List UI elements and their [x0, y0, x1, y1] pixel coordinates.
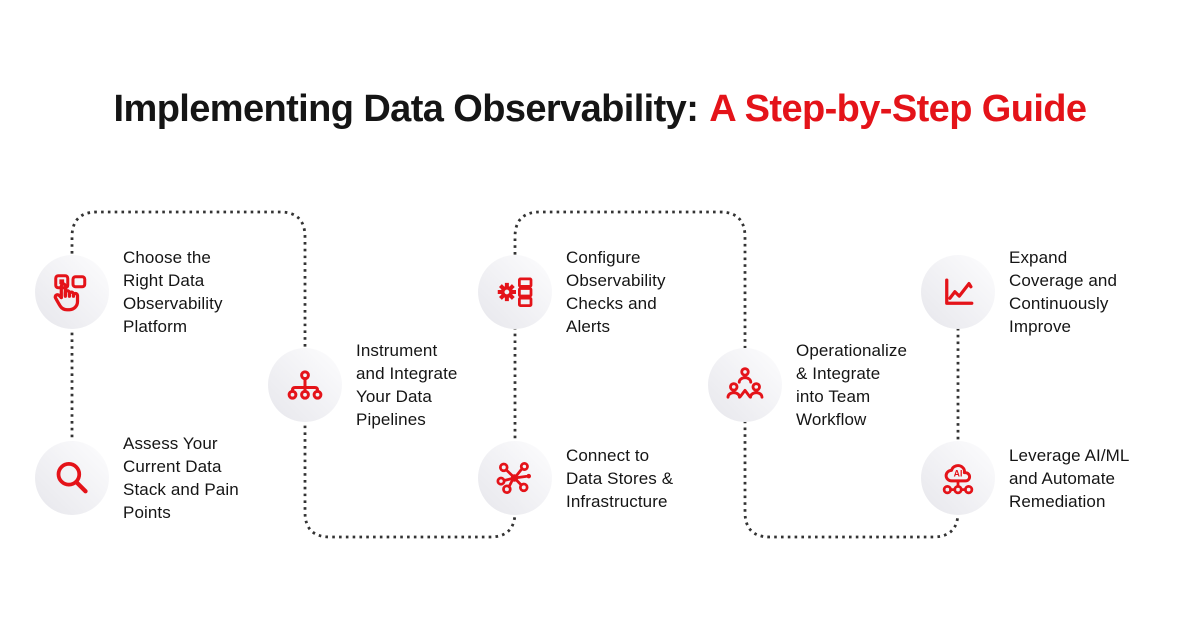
step-bubble: [921, 255, 995, 329]
page-title: Implementing Data Observability:A Step-b…: [0, 86, 1200, 132]
svg-text:AI: AI: [954, 469, 963, 479]
step-label: Operationalize & Integrate into Team Wor…: [796, 341, 908, 429]
tap-select-icon: [53, 274, 87, 312]
search-icon: [56, 461, 88, 494]
gear-checklist-icon: [497, 277, 533, 307]
hierarchy-icon: [287, 370, 323, 400]
network-hub-icon: [496, 462, 531, 494]
step-instrument-pipelines: Instrument and Integrate Your Data Pipel…: [268, 325, 531, 445]
line-chart-icon: [945, 278, 974, 305]
step-operationalize: Operationalize & Integrate into Team Wor…: [708, 325, 971, 445]
step-bubble: [708, 348, 782, 422]
step-label: Instrument and Integrate Your Data Pipel…: [356, 341, 458, 429]
step-label: Choose the Right Data Observability Plat…: [123, 248, 223, 336]
ai-cloud-icon: AI: [942, 464, 974, 495]
step-configure-checks: Configure Observability Checks and Alert…: [478, 232, 741, 352]
step-label: Leverage AI/ML and Automate Remediation: [1009, 445, 1130, 511]
step-bubble: [478, 255, 552, 329]
step-label: Connect to Data Stores & Infrastructure: [566, 445, 674, 511]
step-label: Assess Your Current Data Stack and Pain …: [123, 434, 239, 522]
step-leverage-ai-ml: AI Leverage AI/ML and Automate Remediati…: [921, 418, 1184, 538]
step-connect-stores: Connect to Data Stores & Infrastructure: [478, 418, 741, 538]
step-expand-coverage: Expand Coverage and Continuously Improve: [921, 232, 1184, 352]
step-bubble: [35, 255, 109, 329]
step-label: Expand Coverage and Continuously Improve: [1009, 248, 1117, 336]
step-bubble: [268, 348, 342, 422]
step-bubble: AI: [921, 441, 995, 515]
step-assess-stack: Assess Your Current Data Stack and Pain …: [35, 418, 298, 538]
step-bubble: [478, 441, 552, 515]
page-title-red: A Step-by-Step Guide: [709, 88, 1087, 130]
step-label: Configure Observability Checks and Alert…: [566, 248, 666, 336]
step-bubble: [35, 441, 109, 515]
team-icon: [726, 367, 764, 399]
page-title-black: Implementing Data Observability:: [113, 88, 699, 130]
step-choose-platform: Choose the Right Data Observability Plat…: [35, 232, 298, 352]
